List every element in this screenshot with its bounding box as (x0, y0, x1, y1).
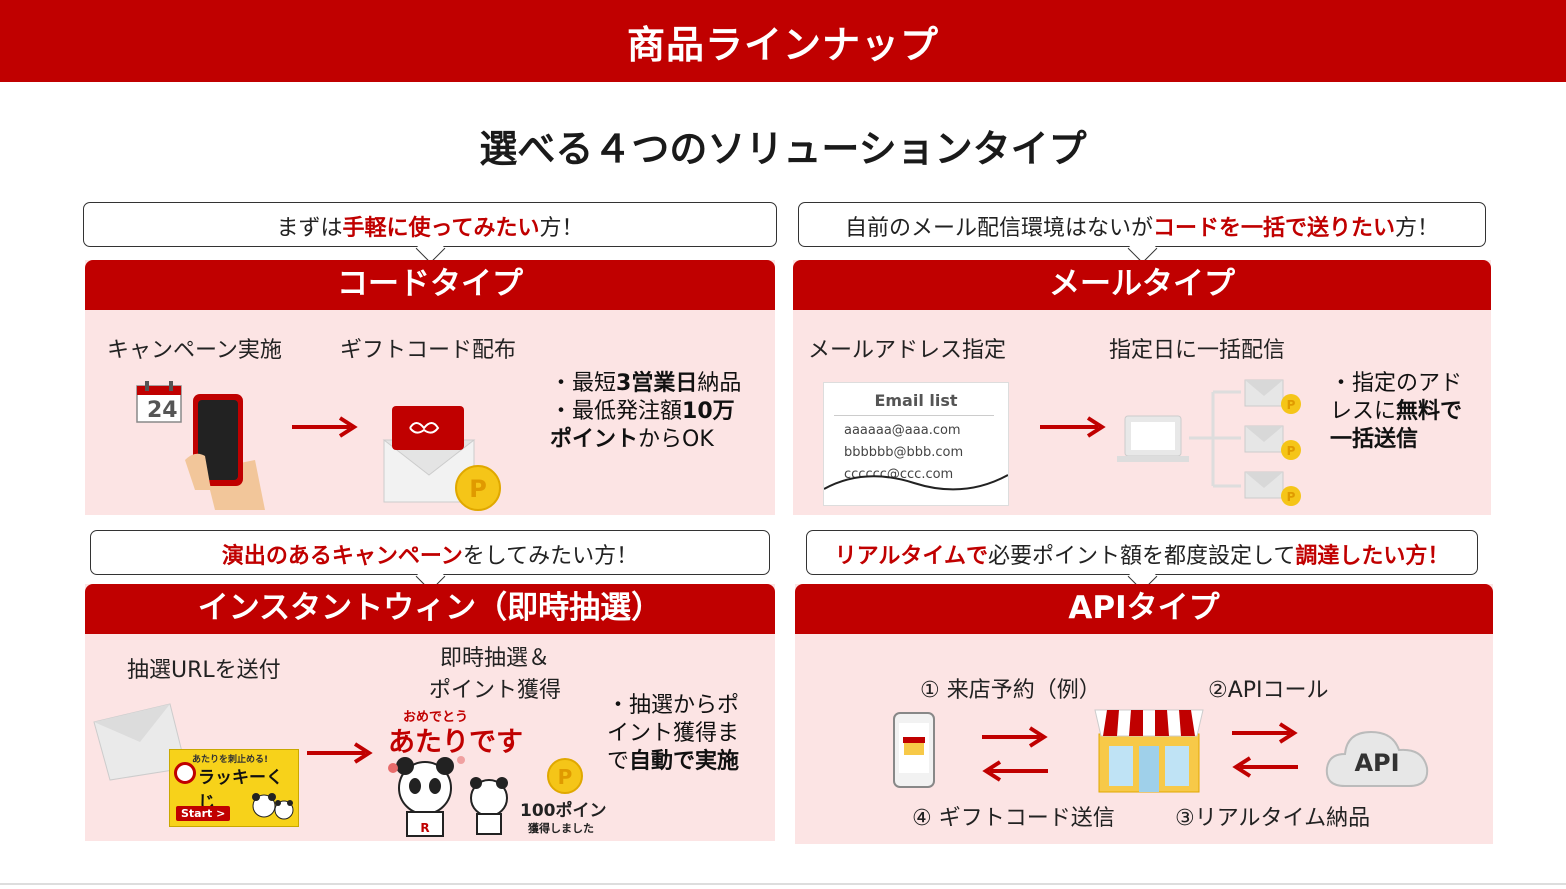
code-type-panel: コードタイプ キャンペーン実施 ギフトコード配布 24 P ・最短3営業日納品 … (85, 260, 775, 515)
coin-icon: P (547, 758, 583, 794)
code-type-bubble: まずは手軽に使ってみたい方！ (83, 202, 777, 264)
header-bar: 商品ラインナップ (0, 0, 1566, 82)
win-points: 100ポイン (520, 801, 607, 821)
svg-text:R: R (420, 821, 429, 835)
instant-win-note: ・抽選からポ イント獲得ま で自動で実施 (607, 693, 740, 774)
mail-type-bubble: 自前のメール配信環境はないがコードを一括で送りたい方！ (798, 202, 1486, 264)
step-label: ②APIコール (1208, 678, 1329, 703)
calendar-day: 24 (147, 398, 178, 423)
arrow-left-icon (1232, 756, 1298, 778)
start-button: Start > (176, 806, 231, 821)
store-icon (1094, 709, 1204, 793)
smartphone-store-icon (893, 712, 935, 788)
api-type-title: APIタイプ (795, 584, 1493, 634)
section-subtitle: 選べる４つのソリューションタイプ (479, 127, 1087, 171)
bubble-highlight: 手軽に使ってみたい (342, 216, 540, 241)
gift-envelope-icon: P (382, 406, 501, 511)
api-type-bubble: リアルタイムで必要ポイント額を都度設定して調達したい方！ (806, 530, 1478, 592)
win-big-text: あたりです (388, 727, 523, 758)
step-label: キャンペーン実施 (107, 338, 282, 363)
panda-mascot-icon: R (388, 756, 508, 837)
api-cloud-label: API (1354, 749, 1400, 777)
laptop-distribution-icon: P P P (1117, 379, 1301, 506)
step-label: ③リアルタイム納品 (1175, 806, 1371, 831)
footer-divider (0, 883, 1566, 885)
arrow-right-icon (1040, 416, 1106, 438)
step-label: 抽選URLを送付 (127, 658, 281, 683)
win-got: 獲得しました (528, 822, 594, 835)
win-small-text: おめでとう (403, 710, 469, 725)
bubble-text: まずは (276, 216, 343, 241)
api-cloud-icon (1325, 730, 1429, 787)
svg-text:P: P (558, 765, 573, 789)
step-label: ① 来店予約（例） (920, 678, 1101, 703)
mail-type-panel: メールタイプ メールアドレス指定 指定日に一括配信 Email list aaa… (793, 260, 1491, 515)
instant-win-bubble: 演出のあるキャンペーンをしてみたい方！ (90, 530, 770, 592)
instant-win-panel: インスタントウィン（即時抽選） 抽選URLを送付 即時抽選＆ポイント獲得 あたり… (85, 584, 775, 841)
instant-win-title: インスタントウィン（即時抽選） (85, 584, 775, 634)
step-label: 指定日に一括配信 (1109, 338, 1286, 363)
svg-text:P: P (1287, 490, 1296, 504)
arrow-left-icon (982, 760, 1048, 782)
arrow-right-icon (292, 416, 358, 438)
code-type-note: ・最短3営業日納品 ・最低発注額10万 ポイントからOK (550, 371, 742, 452)
arrow-right-icon (1232, 722, 1298, 744)
email-list-title: Email list (874, 391, 958, 410)
mail-type-title: メールタイプ (793, 260, 1491, 310)
arrow-right-icon (307, 742, 373, 764)
mail-type-note: ・指定のアド レスに無料で 一括送信 (1330, 371, 1463, 452)
wave-divider (824, 474, 1008, 505)
calendar-icon (136, 381, 182, 423)
svg-text:P: P (469, 475, 487, 503)
email-entry: aaaaaa@aaa.com (844, 423, 961, 438)
api-type-panel: APIタイプ ① 来店予約（例） ②APIコール ④ ギフトコード送信 ③リアル… (795, 584, 1493, 844)
lucky-draw-card: あたりを刺止める! ラッキーくじ Start > (169, 749, 299, 827)
smartphone-hand-icon (185, 394, 265, 510)
svg-text:P: P (1287, 444, 1296, 458)
step-label: 即時抽選＆ポイント獲得 (428, 646, 561, 703)
panda-mini-icon (252, 793, 294, 820)
step-label: ④ ギフトコード送信 (912, 806, 1115, 831)
bubble-text: 方！ (539, 216, 584, 241)
email-entry: bbbbbb@bbb.com (844, 445, 964, 460)
page-title: 商品ラインナップ (626, 23, 939, 67)
step-label: ギフトコード配布 (340, 338, 517, 363)
step-label: メールアドレス指定 (808, 338, 1007, 363)
svg-text:P: P (1287, 398, 1296, 412)
code-type-title: コードタイプ (85, 260, 775, 310)
email-list-card: Email list aaaaaa@aaa.com bbbbbb@bbb.com… (823, 382, 1009, 506)
arrow-right-icon (982, 726, 1048, 748)
